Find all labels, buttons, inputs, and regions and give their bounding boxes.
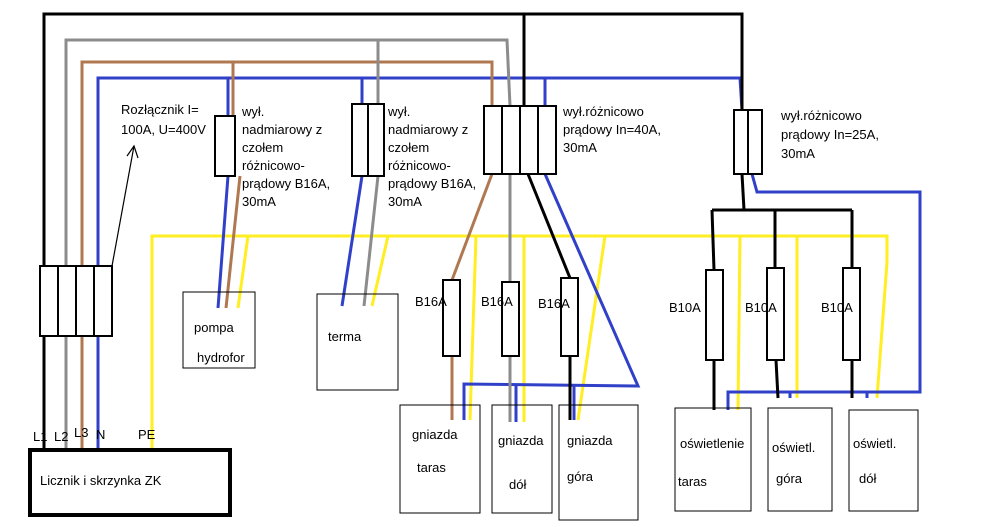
load-gniazda-taras-label-1: gniazda (412, 427, 458, 442)
terma-breaker-label-3: czołem (388, 140, 429, 155)
load-box-gniazda-dol (491, 404, 553, 514)
mcb-b10a-3 (842, 267, 861, 361)
load-box-gniazda-taras (399, 404, 481, 514)
mcb-b16a-3 (560, 277, 579, 357)
rozlacznik-label-2: 100A, U=400V (121, 122, 206, 137)
load-gniazda-dol-label-2: dół (509, 477, 526, 492)
terminal-l3-label: L3 (74, 425, 88, 440)
meter-box (28, 448, 232, 517)
mcb-b10a-2 (766, 267, 785, 361)
load-pompa-label-2: hydrofor (197, 350, 245, 365)
load-gniazda-taras-label-2: taras (417, 460, 446, 475)
rcd-40-label-1: wył.różnicowo (562, 104, 644, 119)
pompa-breaker-label-5: prądowy B16A, (242, 176, 330, 191)
mcb-b16a-2-label: B16A (481, 294, 513, 309)
meter-label: Licznik i skrzynka ZK (40, 473, 162, 488)
load-box-osw-taras (674, 407, 752, 512)
mcb-b16a-2 (501, 281, 520, 357)
rcd-25-label-3: 30mA (781, 146, 815, 161)
rcd-40a (483, 105, 557, 175)
load-box-gniazda-gora (558, 404, 639, 521)
load-osw-taras-label-1: oświetlenie (680, 436, 744, 451)
load-terma-label: terma (328, 329, 362, 344)
terma-breaker-label-5: prądowy B16A, (388, 176, 476, 191)
terminal-n-label: N (96, 427, 105, 442)
load-osw-dol-label-1: oświetl. (853, 436, 896, 451)
mcb-b10a-3-label: B10A (821, 300, 853, 315)
load-gniazda-gora-label-1: gniazda (567, 433, 613, 448)
load-box-terma (316, 293, 399, 391)
rcd-25-label-2: prądowy In=25A, (781, 127, 879, 142)
load-osw-dol-label-2: dół (859, 471, 876, 486)
rcd-25a (733, 109, 763, 175)
l2-conductor (64, 38, 512, 450)
pompa-breaker-label-6: 30mA (242, 194, 276, 209)
load-osw-taras-label-2: taras (678, 474, 707, 489)
terminal-l1-label: L1 (33, 429, 47, 444)
load-box-osw-dol (848, 409, 919, 512)
pompa-breaker-label-1: wył. (241, 104, 264, 119)
load-gniazda-gora-label-2: góra (567, 469, 594, 484)
rcd-40-label-2: prądowy In=40A, (563, 122, 661, 137)
terma-breaker-label-4: różnicowo- (388, 158, 451, 173)
load-pompa-label-1: pompa (194, 320, 235, 335)
load-osw-gora-label-2: góra (776, 471, 803, 486)
terminal-l2-label: L2 (54, 429, 68, 444)
terminal-pe-label: PE (138, 427, 156, 442)
pe-conductor (150, 234, 889, 450)
terma-breaker-label-6: 30mA (388, 194, 422, 209)
load-box-pompa (182, 291, 256, 369)
mcb-b16a-1 (442, 279, 461, 357)
load-gniazda-dol-label-1: gniazda (498, 433, 544, 448)
rozlacznik-label-1: Rozłącznik I= (121, 102, 199, 117)
mcb-b16a-3-label: B16A (538, 296, 570, 311)
arrow-icon (111, 144, 139, 267)
mcb-b10a-1-label: B10A (669, 300, 701, 315)
l1-conductor (42, 12, 854, 450)
terma-rcbo (351, 103, 385, 177)
rcd-40-label-3: 30mA (563, 140, 597, 155)
load-osw-gora-label-1: oświetl. (772, 440, 815, 455)
mcb-b10a-1 (705, 269, 724, 361)
pompa-breaker-label-3: czołem (242, 140, 283, 155)
mcb-b16a-1-label: B16A (415, 294, 447, 309)
main-disconnect (39, 265, 113, 337)
rcd-25-label-1: wył.różnicowo (780, 108, 862, 123)
l3-conductor (80, 60, 494, 450)
pompa-rcbo (214, 115, 236, 177)
terma-breaker-label-1: wył. (387, 104, 410, 119)
load-box-osw-gora (767, 407, 833, 512)
mcb-b10a-2-label: B10A (745, 300, 777, 315)
terma-breaker-label-2: nadmiarowy z (388, 122, 468, 137)
pompa-breaker-label-2: nadmiarowy z (242, 122, 322, 137)
pompa-breaker-label-4: różnicowo- (242, 158, 305, 173)
